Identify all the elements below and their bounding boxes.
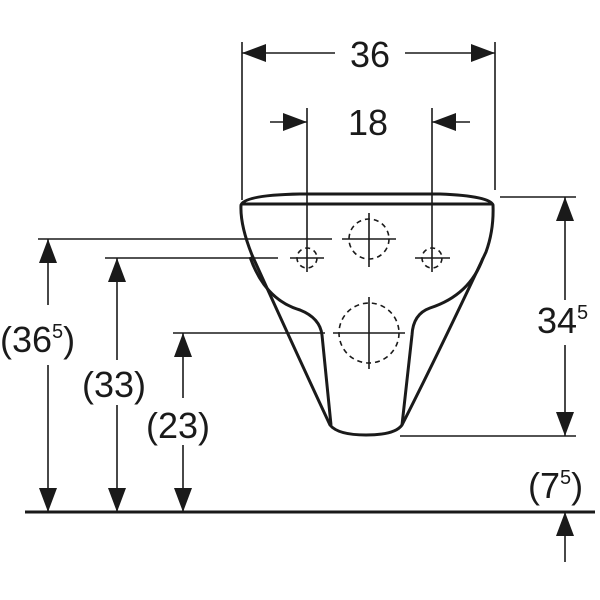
fixing-hole-markers — [290, 213, 450, 369]
toilet-bowl-outline — [239, 192, 495, 437]
floor-clearance-dimension: (75) — [528, 465, 583, 562]
bowl-height-dimension: 345 — [400, 196, 588, 437]
fixing-height-dimension: (33) — [82, 257, 278, 512]
fixing-spacing-dimension: 18 — [270, 102, 470, 272]
bowl-height-label: 345 — [537, 300, 588, 341]
fixing-spacing-label: 18 — [348, 102, 388, 143]
rim-height-label: (365) — [0, 319, 75, 360]
width-label: 36 — [350, 34, 390, 75]
width-dimension: 36 — [241, 34, 496, 200]
floor-clearance-label: (75) — [528, 465, 583, 506]
outlet-height-label: (23) — [146, 405, 210, 446]
outlet-height-dimension: (23) — [146, 332, 325, 512]
rim-height-dimension: (365) — [0, 238, 332, 512]
fixing-height-label: (33) — [82, 364, 146, 405]
